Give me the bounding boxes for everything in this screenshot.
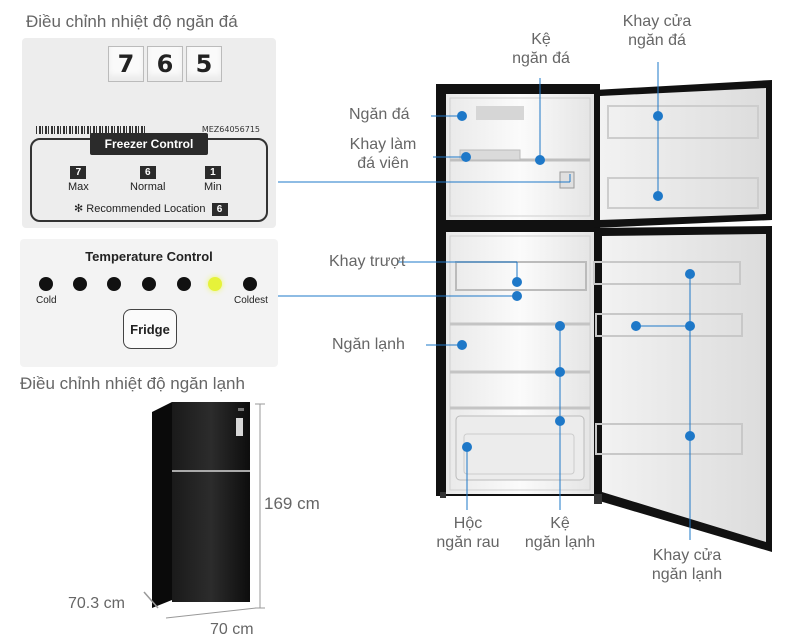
- label-line: ngăn đá: [512, 50, 570, 67]
- barcode-icon: [36, 126, 146, 134]
- freezer-option-normal: 6 Normal: [130, 166, 165, 193]
- led-indicator: [39, 277, 53, 291]
- callout-dot: [653, 191, 663, 201]
- freezer-option-max: 7 Max: [68, 166, 89, 193]
- fridge-control-heading: Điều chỉnh nhiệt độ ngăn lạnh: [20, 374, 245, 393]
- label-line: Kệ: [531, 31, 551, 48]
- callout-dot: [631, 321, 641, 331]
- label-ke-ngan-lanh: Kệ ngăn lạnh: [512, 514, 608, 552]
- callout-dot: [512, 291, 522, 301]
- label-khay-lam-da-vien: Khay làm đá viên: [340, 135, 426, 173]
- label-line: Khay cửa: [622, 13, 692, 30]
- label-ngan-da: Ngăn đá: [349, 106, 410, 123]
- freezer-control-heading: Điều chỉnh nhiệt độ ngăn đá: [26, 12, 238, 31]
- height-dimension: 169 cm: [264, 494, 320, 513]
- dimension-lines: [143, 403, 265, 619]
- callout-dot: [555, 416, 565, 426]
- label-line: ngăn đá: [628, 32, 686, 49]
- recommended-label: ✻ Recommended Location: [74, 203, 206, 215]
- option-label: Max: [68, 181, 89, 193]
- dial-digit: 6: [147, 46, 183, 82]
- label-line: Hộc: [453, 515, 483, 532]
- width-dimension: 70 cm: [210, 621, 254, 638]
- label-line: Kệ: [550, 515, 570, 532]
- option-number: 1: [204, 166, 221, 179]
- label-ngan-lanh: Ngăn lạnh: [332, 336, 405, 353]
- depth-dimension: 70.3 cm: [68, 595, 125, 612]
- label-line: Khay làm: [349, 136, 417, 153]
- option-label: Min: [204, 181, 222, 193]
- callout-dot: [457, 340, 467, 350]
- label-line: ngăn lạnh: [651, 566, 723, 583]
- recommended-value: 6: [211, 203, 228, 216]
- fridge-exterior-image: [152, 402, 250, 608]
- callout-dot: [535, 155, 545, 165]
- model-code: MEZ64056715: [201, 125, 260, 134]
- callout-dot: [555, 321, 565, 331]
- label-khay-cua-ngan-lanh: Khay cửa ngăn lạnh: [636, 546, 738, 584]
- label-line: ngăn rau: [436, 534, 500, 551]
- led-indicator: [142, 277, 156, 291]
- temperature-control-title: Temperature Control: [85, 249, 213, 264]
- option-number: 7: [70, 166, 87, 179]
- label-line: Khay cửa: [652, 547, 722, 564]
- callout-dot: [462, 442, 472, 452]
- callout-dot: [457, 111, 467, 121]
- coldest-label: Coldest: [234, 295, 268, 306]
- led-indicator: [243, 277, 257, 291]
- callout-dot: [512, 277, 522, 287]
- recommended-location: ✻ Recommended Location 6: [74, 202, 228, 216]
- label-line: đá viên: [357, 155, 409, 172]
- led-indicator: [177, 277, 191, 291]
- led-indicator-active: [208, 277, 222, 291]
- dial-digit: 5: [186, 46, 222, 82]
- dial-digit: 7: [108, 46, 144, 82]
- label-hoc-ngan-rau: Hộc ngăn rau: [428, 514, 508, 552]
- callout-dot: [461, 152, 471, 162]
- label-line: ngăn lạnh: [524, 534, 596, 551]
- callout-dot: [653, 111, 663, 121]
- label-khay-truot: Khay trượt: [329, 253, 406, 270]
- freezer-control-panel: 7 6 5 MEZ64056715 Freezer Control 7 Max …: [22, 38, 276, 228]
- label-khay-cua-ngan-da: Khay cửa ngăn đá: [610, 12, 704, 50]
- freezer-dial: 7 6 5: [108, 46, 222, 82]
- led-indicator: [107, 277, 121, 291]
- label-ke-ngan-da: Kệ ngăn đá: [500, 30, 582, 68]
- cold-label: Cold: [36, 295, 57, 306]
- fridge-button[interactable]: Fridge: [123, 309, 177, 349]
- temperature-control-panel: Temperature Control Cold Coldest Fridge: [20, 239, 278, 367]
- led-indicator: [73, 277, 87, 291]
- option-label: Normal: [130, 181, 166, 193]
- freezer-control-title: Freezer Control: [90, 133, 208, 155]
- freezer-option-min: 1 Min: [204, 166, 222, 193]
- option-number: 6: [139, 166, 156, 179]
- callout-dot: [685, 431, 695, 441]
- callout-dot: [685, 321, 695, 331]
- callout-dot: [555, 367, 565, 377]
- callout-dot: [685, 269, 695, 279]
